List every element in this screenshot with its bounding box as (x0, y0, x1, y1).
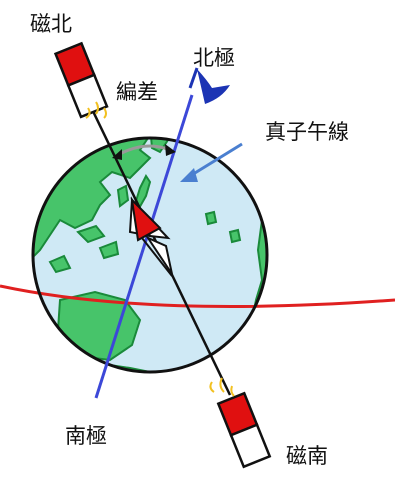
island-pacific-1 (204, 210, 218, 226)
globe (0, 136, 395, 374)
true-meridian-axis (94, 94, 194, 399)
declination-arc (112, 144, 176, 160)
spark-north-icon (85, 101, 107, 119)
island-se-asia-1 (76, 224, 106, 244)
island-korea (116, 184, 130, 208)
compass-needle-icon (128, 196, 173, 277)
bar-magnet-south-icon (216, 391, 272, 469)
label-north-pole: 北極 (193, 46, 235, 70)
spark-south-icon (209, 377, 235, 397)
island-pacific-2 (228, 228, 242, 244)
label-declination: 編差 (116, 80, 158, 104)
island-se-asia-3 (48, 254, 72, 274)
globe-outline (31, 136, 269, 374)
pointer-arrow (180, 142, 243, 182)
bar-magnet-north-icon (53, 41, 109, 119)
label-true-meridian: 真子午線 (265, 120, 349, 144)
label-magnetic-north: 磁北 (30, 12, 72, 36)
label-south-pole: 南極 (65, 424, 107, 448)
island-se-asia-2 (98, 240, 120, 260)
label-magnetic-south: 磁南 (286, 444, 328, 468)
flag-icon (188, 67, 230, 104)
equator-line (0, 284, 395, 308)
